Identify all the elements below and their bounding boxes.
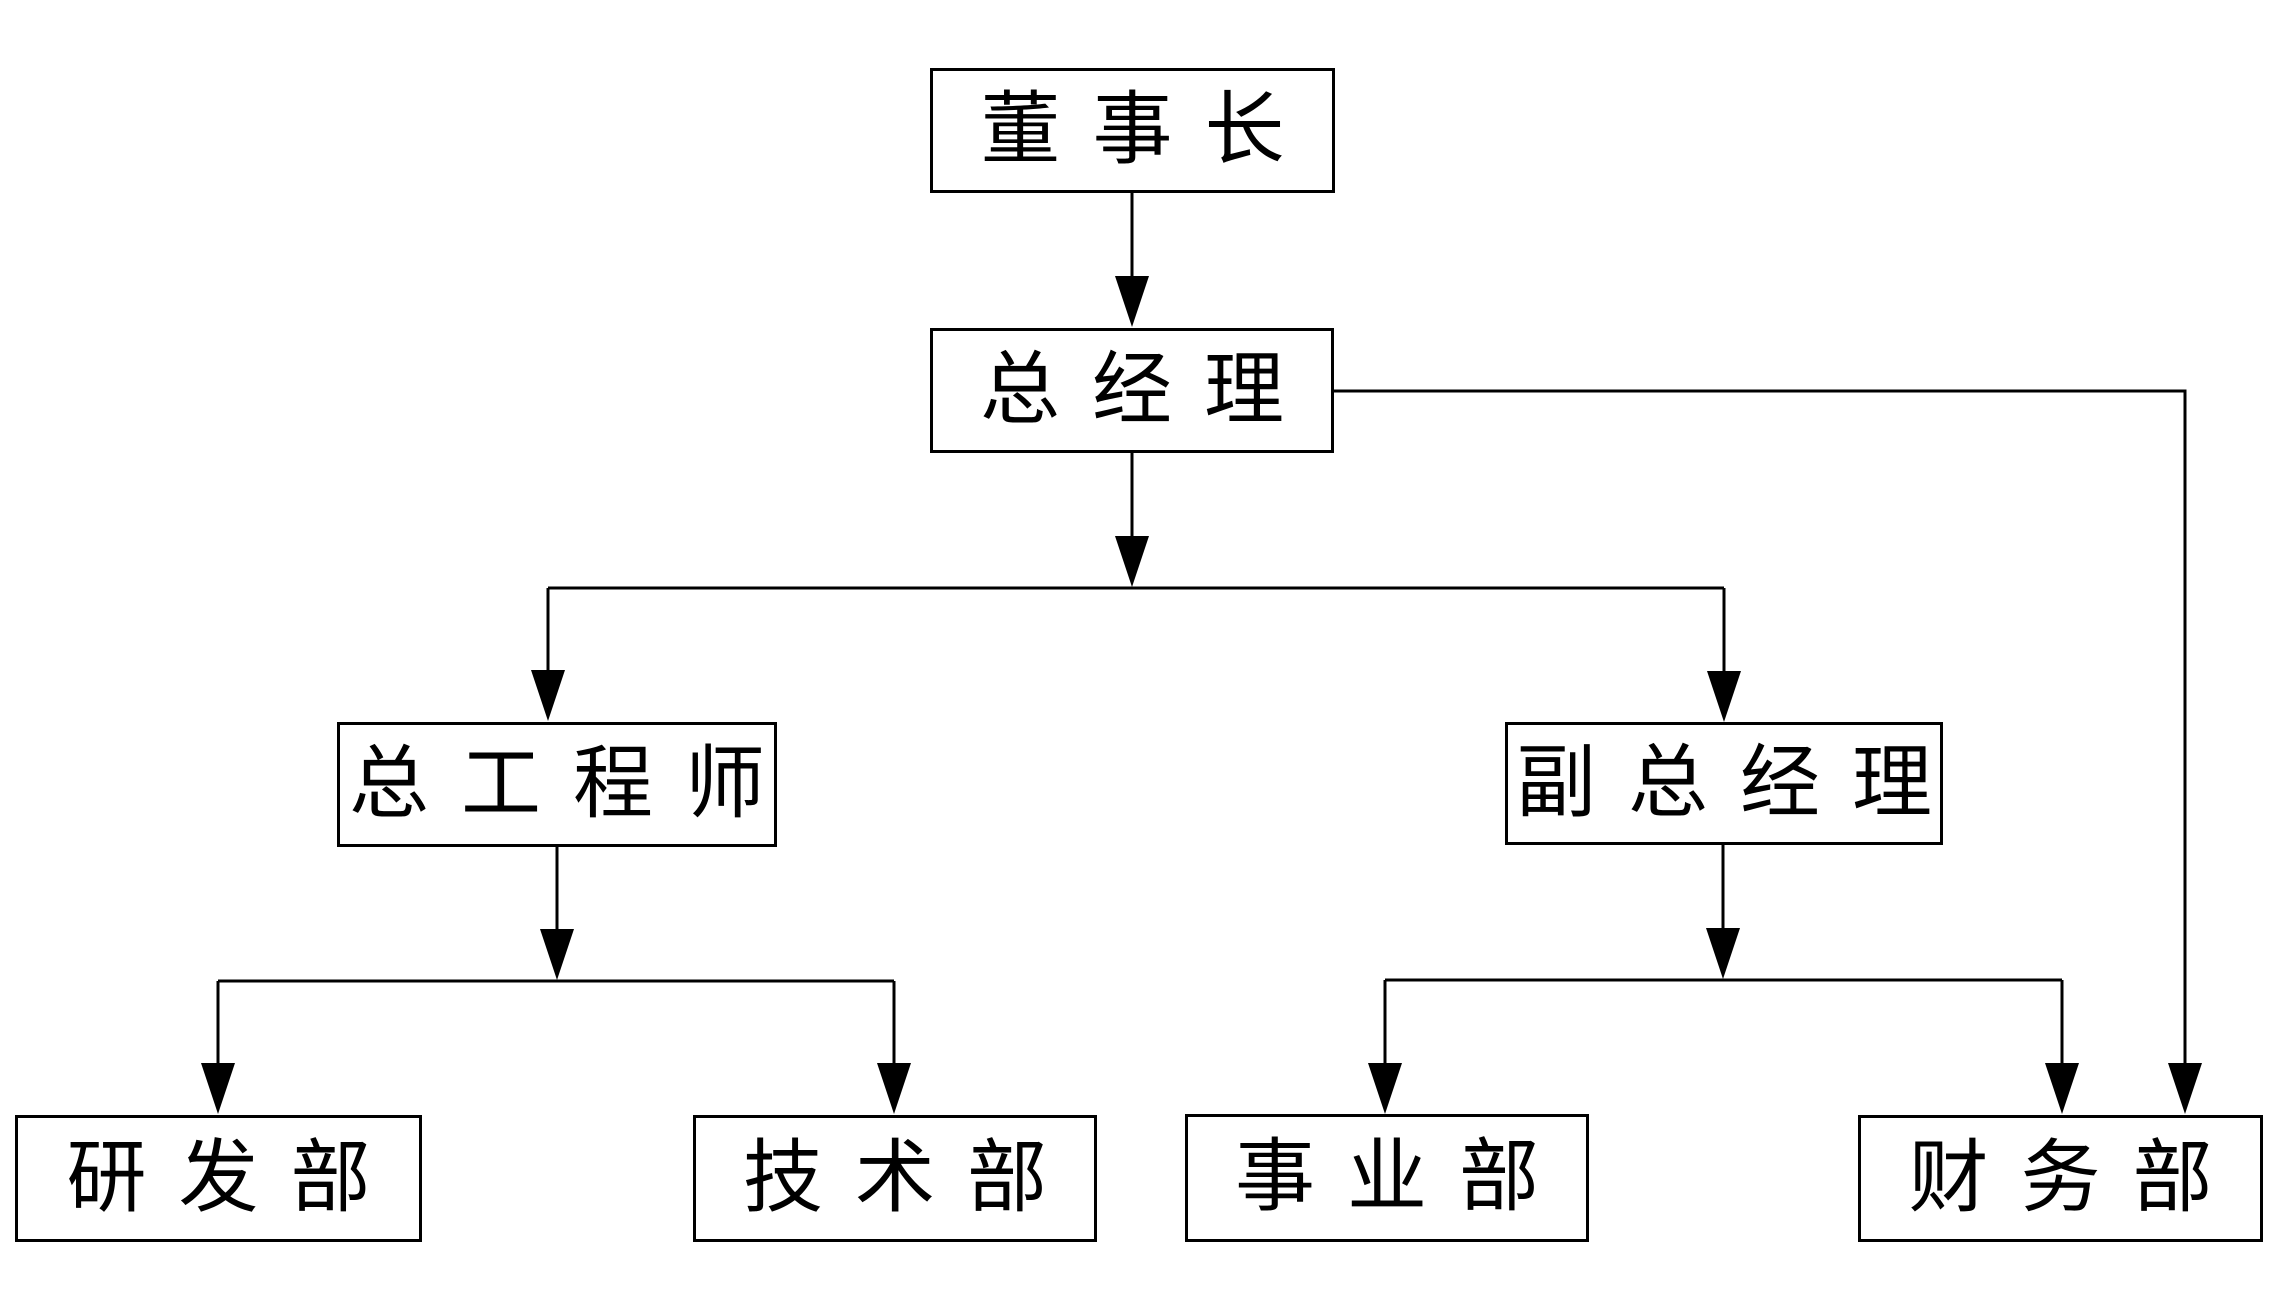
node-rd-department-label: 研发部 [66,1134,403,1223]
arrowhead [540,929,574,980]
node-finance-department: 财务部 [1858,1115,2263,1242]
connector-chairman-to-general-manager [1115,193,1149,327]
node-chairman-label: 董事长 [980,86,1317,175]
node-chairman: 董事长 [930,68,1335,193]
connector-branch-to-chief-engineer [531,588,565,721]
arrowhead [1707,671,1741,722]
node-rd-department: 研发部 [15,1115,422,1242]
connector-branch-to-rd [201,981,235,1114]
connector-general-manager-to-finance [1334,389,2202,1114]
arrowhead [2168,1063,2202,1114]
node-business-department: 事业部 [1185,1114,1589,1242]
node-general-manager: 总经理 [930,328,1334,453]
node-technology-department-label: 技术部 [743,1134,1079,1223]
arrowhead [1115,276,1149,327]
node-chief-engineer-label: 总工程师 [349,740,797,829]
node-deputy-general-manager: 副总经理 [1505,722,1943,845]
node-chief-engineer: 总工程师 [337,722,777,847]
node-business-department-label: 事业部 [1235,1134,1571,1222]
node-technology-department: 技术部 [693,1115,1097,1242]
connector-general-manager-to-branch [1115,453,1149,587]
arrowhead [1115,536,1149,587]
connector-branch-to-finance [2045,980,2079,1114]
arrowhead [2045,1063,2079,1114]
connector-branch-to-deputy-gm [1707,588,1741,722]
node-deputy-general-manager-label: 副总经理 [1516,739,1964,828]
node-general-manager-label: 总经理 [980,346,1316,435]
connector-branch-to-business [1368,980,1402,1114]
arrowhead [1706,928,1740,979]
arrowhead [1368,1063,1402,1114]
node-finance-department-label: 财务部 [1908,1134,2245,1223]
connector-branch-to-technology [877,981,911,1114]
connector-chief-engineer-to-branch [540,847,574,980]
arrowhead [201,1063,235,1114]
arrowhead [531,670,565,721]
arrowhead [877,1063,911,1114]
connector-deputy-gm-to-branch [1706,845,1740,979]
